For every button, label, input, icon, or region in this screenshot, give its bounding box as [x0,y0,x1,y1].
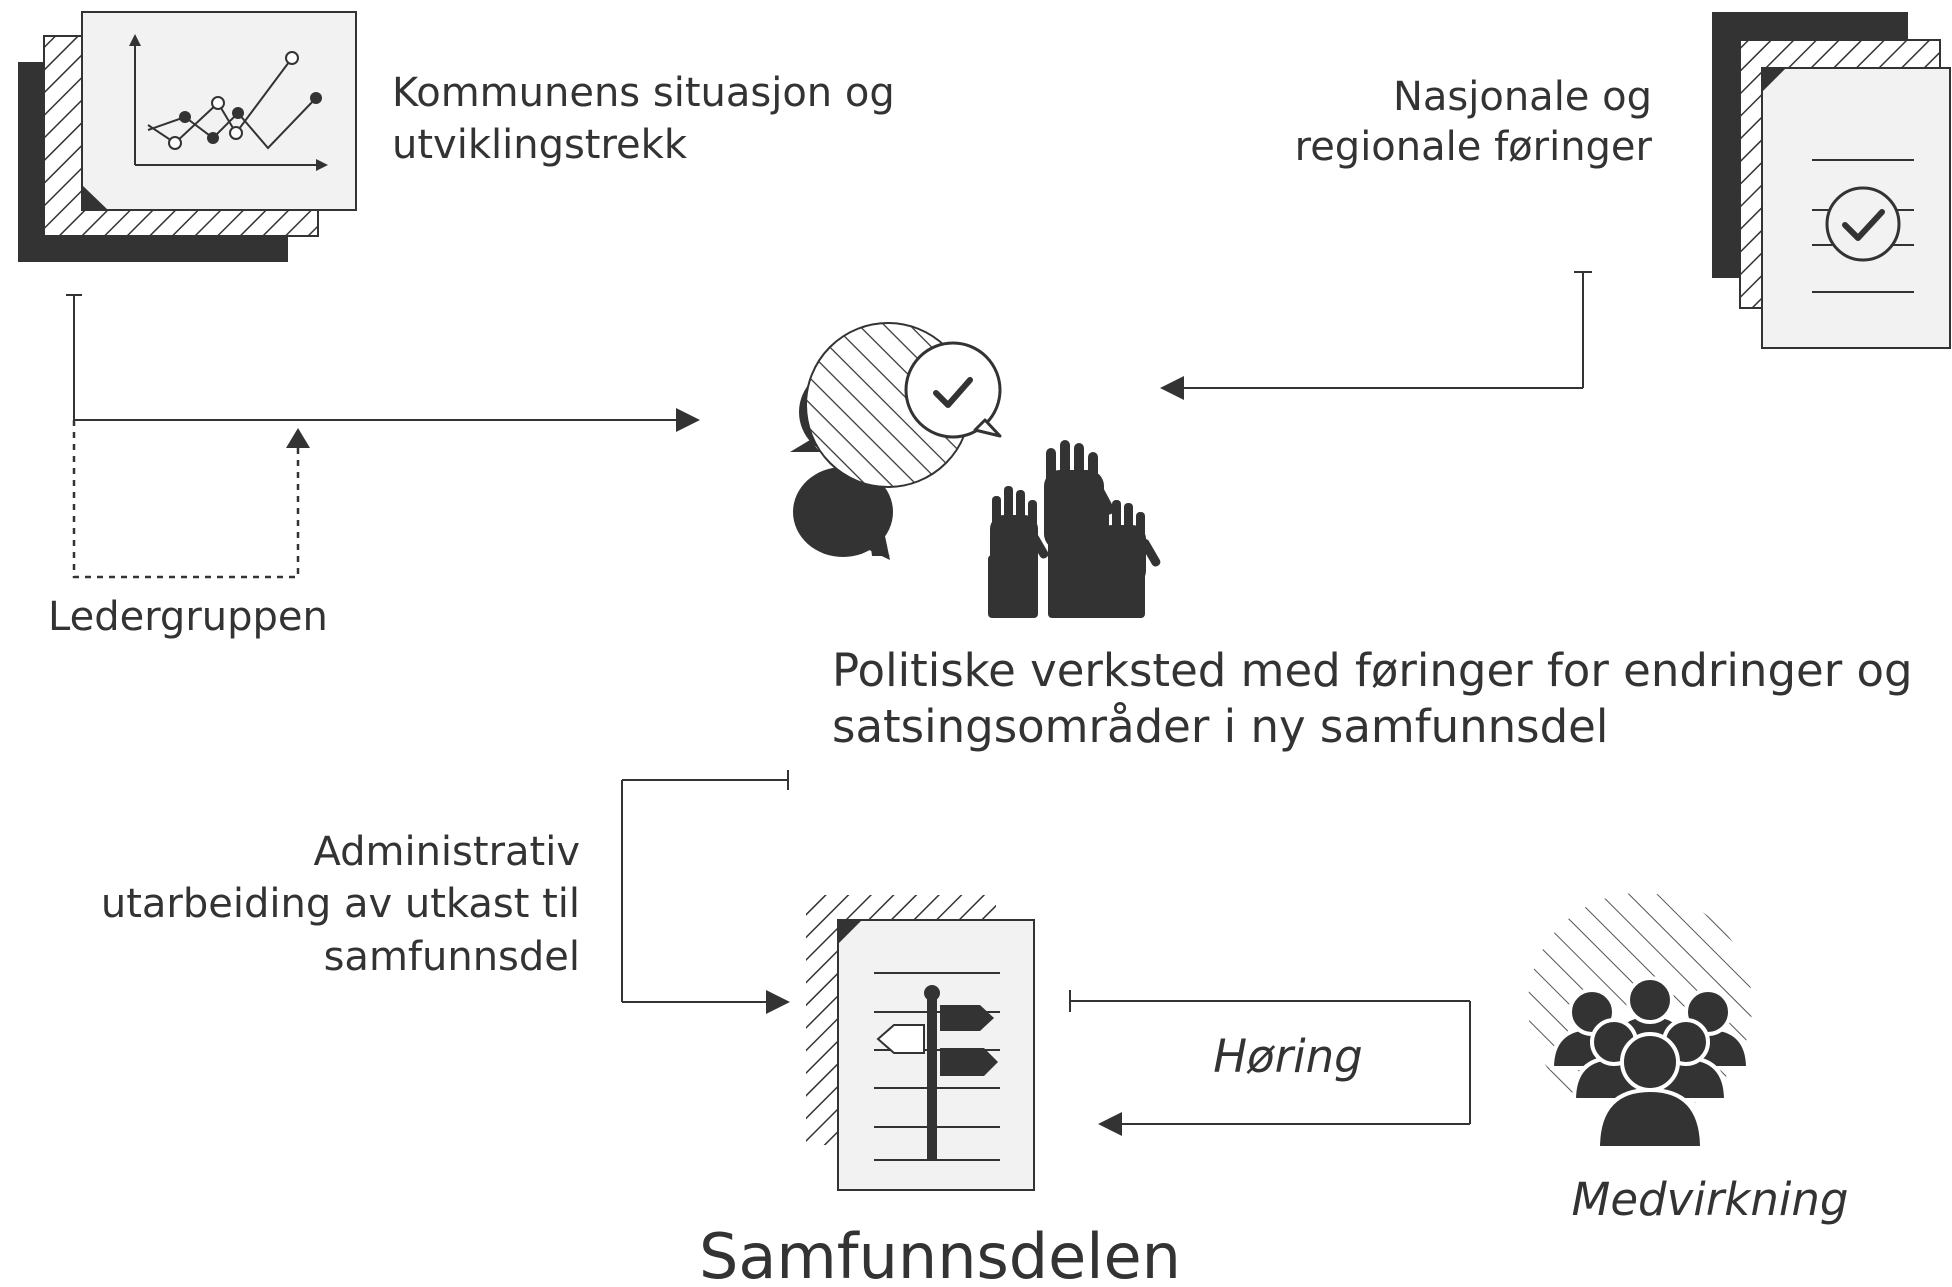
speech-bubbles-checkmark-icon [790,322,1002,560]
raised-hands-icon [988,440,1161,618]
arrowhead-icon [286,428,310,448]
kommunens-label-line2: utviklingstrekk [392,122,688,168]
checkmark-document-stack-icon [1712,12,1951,349]
connector-kommunens-to-verksted [66,294,700,432]
ledergruppen-label: Ledergruppen [48,594,328,640]
connector-horing-loop [1069,990,1471,1136]
medvirkning-label: Medvirkning [1572,1173,1849,1226]
administrativ-label-line1: Administrativ [313,829,580,875]
connector-verksted-to-samfunnsdelen [621,770,790,1014]
group-of-people-icon [1528,893,1752,1150]
nasjonale-label-line2: regionale føringer [1295,124,1653,170]
arrowhead-icon [766,990,790,1014]
administrativ-label-line2: utarbeiding av utkast til [101,881,580,927]
horing-label: Høring [1213,1030,1362,1083]
politiske-label-line1: Politiske verksted med føringer for endr… [832,644,1913,697]
connector-nasjonale-to-verksted [1160,271,1592,400]
arrowhead-icon [1098,1112,1122,1136]
arrowhead-icon [676,408,700,432]
kommunens-label-line1: Kommunens situasjon og [392,70,895,116]
politiske-label-line2: satsingsområder i ny samfunnsdel [832,700,1608,753]
line-chart-document-stack-icon [18,11,357,262]
arrowhead-icon [1160,376,1184,400]
signpost-document-icon [806,895,1035,1191]
administrativ-label-line3: samfunnsdel [324,934,580,980]
samfunnsdelen-label: Samfunnsdelen [699,1220,1181,1287]
nasjonale-label-line1: Nasjonale og [1393,74,1652,120]
connector-ledergruppen-loop [72,420,310,579]
